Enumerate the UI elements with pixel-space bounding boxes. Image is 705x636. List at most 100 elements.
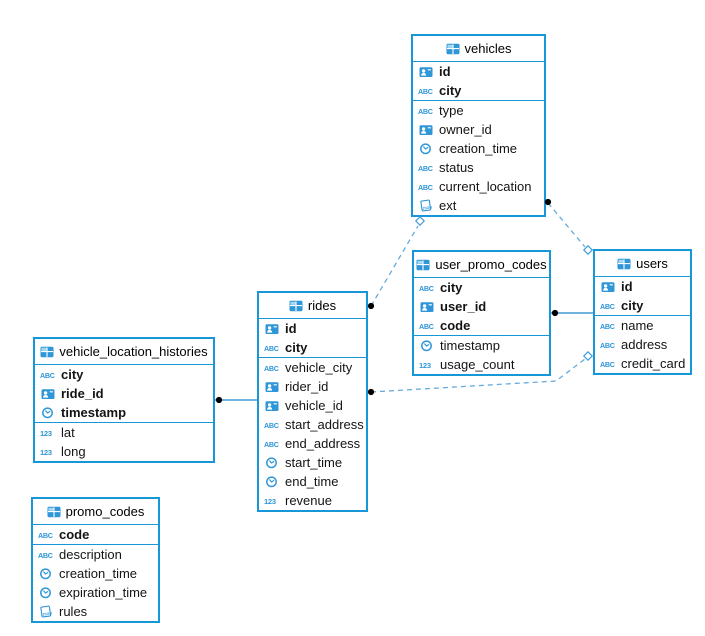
column-users-credit_card[interactable]: ABC credit_card [595,354,690,373]
text-icon: ABC [417,86,434,96]
uuid-icon [263,400,280,412]
text-icon: ABC [37,550,54,560]
column-label: vehicle_city [285,360,353,375]
column-user_promo_codes-city[interactable]: ABC city [414,278,549,297]
column-rides-vehicle_id[interactable]: vehicle_id [259,396,366,415]
column-rides-start_time[interactable]: start_time [259,453,366,472]
time-icon [39,406,56,419]
column-promo_codes-expiration_time[interactable]: expiration_time [33,583,158,602]
table-header[interactable]: rides [259,293,366,319]
svg-text:ABC: ABC [418,183,433,192]
table-user_promo_codes[interactable]: user_promo_codes ABC city user_id ABC co… [412,250,551,376]
text-icon: ABC [599,321,616,331]
column-label: vehicle_id [285,398,343,413]
column-label: credit_card [621,356,686,371]
column-label: creation_time [439,141,518,156]
column-label: city [285,340,308,355]
uuid-icon [418,301,435,313]
table-name: vehicles [464,41,512,56]
svg-text:123: 123 [40,448,52,457]
table-header[interactable]: promo_codes [33,499,158,525]
column-label: long [61,444,86,459]
column-label: expiration_time [59,585,148,600]
column-label: city [61,367,84,382]
column-promo_codes-description[interactable]: ABC description [33,544,158,564]
relation-vehicles-users[interactable] [544,198,594,256]
table-rides[interactable]: rides id ABC city ABC vehicle_city rider… [257,291,368,512]
column-label: end_time [285,474,339,489]
relation-vehicle_location_histories-rides[interactable] [215,396,257,404]
column-promo_codes-creation_time[interactable]: creation_time [33,564,158,583]
column-label: start_address [285,417,364,432]
column-user_promo_codes-usage_count[interactable]: 123 usage_count [414,355,549,374]
column-users-city[interactable]: ABC city [595,296,690,315]
table-icon [446,43,460,55]
svg-text:ABC: ABC [418,164,433,173]
column-vehicles-owner_id[interactable]: owner_id [413,120,544,139]
column-user_promo_codes-user_id[interactable]: user_id [414,297,549,316]
svg-text:ABC: ABC [418,107,433,116]
table-header[interactable]: user_promo_codes [414,252,549,278]
column-vehicle_location_histories-timestamp[interactable]: timestamp [35,403,213,422]
column-label: code [440,318,471,333]
column-rides-revenue[interactable]: 123 revenue [259,491,366,510]
column-user_promo_codes-timestamp[interactable]: timestamp [414,335,549,355]
column-label: rider_id [285,379,329,394]
time-icon [37,567,54,580]
column-vehicles-status[interactable]: ABC status [413,158,544,177]
table-columns: ABC code ABC description creation_time e… [33,525,158,621]
column-label: id [285,321,297,336]
svg-text:ABC: ABC [38,551,53,560]
column-rides-start_address[interactable]: ABC start_address [259,415,366,434]
column-rides-end_address[interactable]: ABC end_address [259,434,366,453]
table-columns: ABC city user_id ABC code timestamp 123 … [414,278,549,374]
column-vehicle_location_histories-ride_id[interactable]: ride_id [35,384,213,403]
column-user_promo_codes-code[interactable]: ABC code [414,316,549,335]
column-promo_codes-code[interactable]: ABC code [33,525,158,544]
table-name: rides [307,298,337,313]
column-users-id[interactable]: id [595,277,690,296]
uuid-icon [263,323,280,335]
column-vehicles-current_location[interactable]: ABC current_location [413,177,544,196]
table-vehicle_location_histories[interactable]: vehicle_location_histories ABC city ride… [33,337,215,463]
time-icon [263,456,280,469]
column-label: city [621,298,644,313]
column-users-address[interactable]: ABC address [595,335,690,354]
relation-user_promo_codes-users[interactable] [551,309,593,317]
column-rides-end_time[interactable]: end_time [259,472,366,491]
table-icon [617,258,631,270]
column-users-name[interactable]: ABC name [595,315,690,335]
column-vehicle_location_histories-city[interactable]: ABC city [35,365,213,384]
table-vehicles[interactable]: vehicles id ABC city ABC type owner_id c… [411,34,546,217]
column-promo_codes-rules[interactable]: JSON rules [33,602,158,621]
svg-text:ABC: ABC [600,341,615,350]
text-icon: ABC [418,283,435,293]
table-header[interactable]: vehicles [413,36,544,62]
column-rides-city[interactable]: ABC city [259,338,366,357]
table-promo_codes[interactable]: promo_codes ABC code ABC description cre… [31,497,160,623]
column-vehicle_location_histories-long[interactable]: 123 long [35,442,213,461]
number-icon: 123 [418,360,435,370]
json-icon: JSON [417,199,434,212]
column-label: name [621,318,654,333]
column-vehicles-ext[interactable]: JSON ext [413,196,544,215]
column-vehicles-type[interactable]: ABC type [413,100,544,120]
text-icon: ABC [263,363,280,373]
table-header[interactable]: vehicle_location_histories [35,339,213,365]
number-icon: 123 [39,428,56,438]
column-rides-rider_id[interactable]: rider_id [259,377,366,396]
text-icon: ABC [417,106,434,116]
column-label: city [439,83,462,98]
svg-text:ABC: ABC [264,421,279,430]
column-vehicles-id[interactable]: id [413,62,544,81]
table-users[interactable]: users id ABC city ABC name ABC address A… [593,249,692,375]
column-rides-vehicle_city[interactable]: ABC vehicle_city [259,357,366,377]
column-vehicles-city[interactable]: ABC city [413,81,544,100]
svg-text:ABC: ABC [419,322,434,331]
column-vehicle_location_histories-lat[interactable]: 123 lat [35,422,213,442]
table-header[interactable]: users [595,251,690,277]
column-vehicles-creation_time[interactable]: creation_time [413,139,544,158]
table-columns: id ABC city ABC type owner_id creation_t… [413,62,544,215]
column-rides-id[interactable]: id [259,319,366,338]
